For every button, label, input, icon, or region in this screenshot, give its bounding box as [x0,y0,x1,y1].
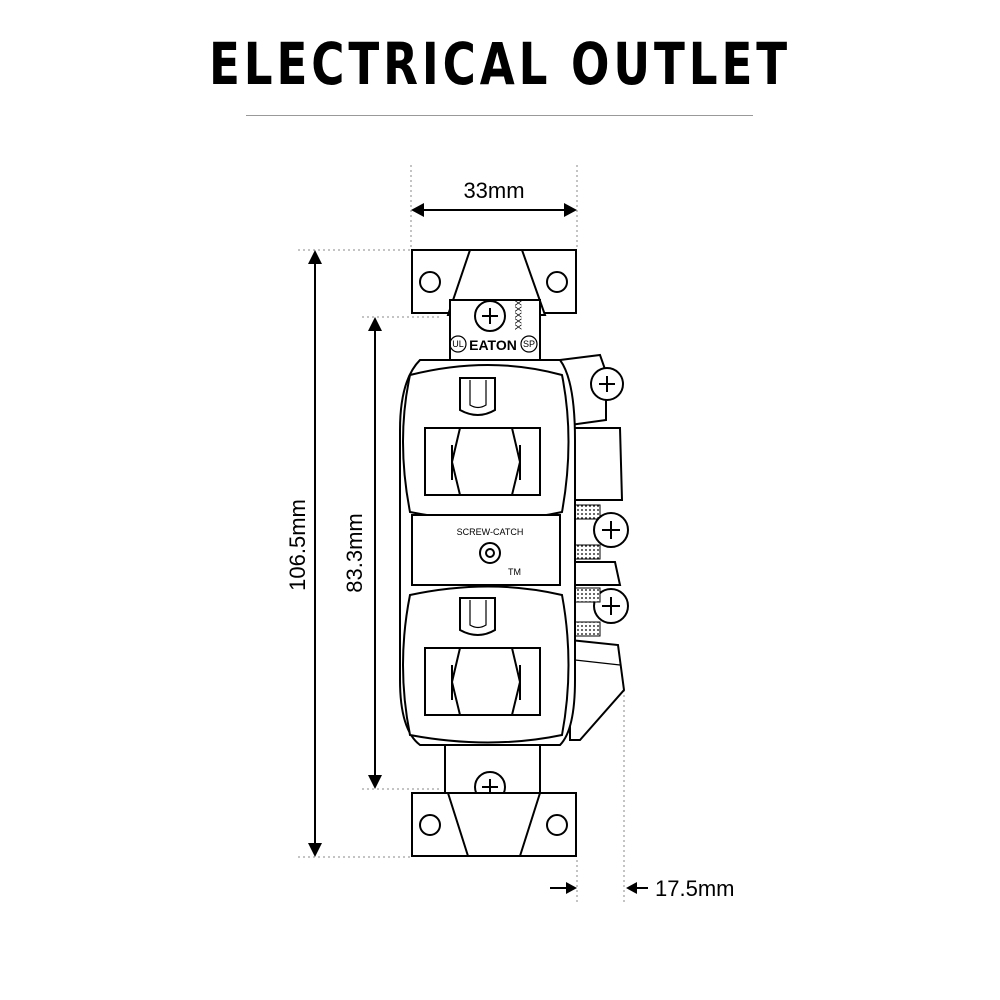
tm-label: TM [508,567,521,577]
title-divider [246,115,753,116]
lower-ground-slot [459,597,496,636]
overall-height-dimension: 106.5mm [285,250,322,857]
upper-ground-slot [459,377,496,416]
width-label: 33mm [463,178,524,203]
body-height-label: 83.3mm [342,513,367,592]
depth-label: 17.5mm [655,876,734,901]
csa-mark: SP [523,339,535,349]
page-title: ELECTRICAL OUTLET [208,30,792,98]
brand-label: EATON [469,337,517,353]
body-height-dimension: 83.3mm [342,317,382,789]
depth-dimension: 17.5mm [550,876,734,901]
ul-mark: UL [452,339,464,349]
overall-height-label: 106.5mm [285,499,310,591]
width-dimension: 33mm [411,178,577,217]
guide-lines [298,165,625,905]
top-label-strip: UL EATON SP XXXXX [449,300,538,353]
top-mounting-strap [411,249,577,361]
screw-catch-label: SCREW-CATCH [457,527,524,537]
bottom-mounting-strap [411,744,577,857]
model-label: XXXXX [513,300,523,330]
outlet-body: SCREW-CATCH TM [399,359,576,746]
